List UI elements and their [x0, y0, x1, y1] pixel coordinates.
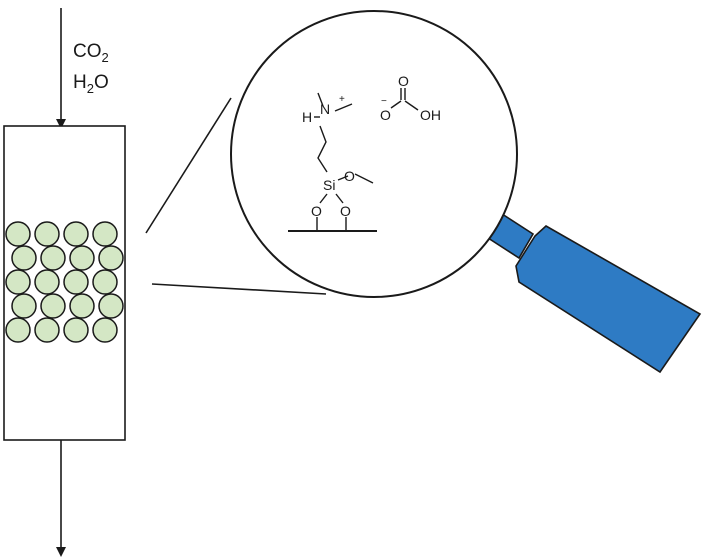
atom-oh: OH — [420, 107, 441, 123]
atom-o-right: O — [340, 203, 351, 219]
atom-h: H — [302, 109, 312, 125]
zoom-guide-lower — [151, 283, 327, 295]
sorbent-particle — [11, 293, 37, 319]
sorbent-particle — [63, 221, 89, 247]
sorbent-particle — [5, 317, 31, 343]
charge-plus: + — [339, 94, 345, 105]
magnifier-lens — [230, 10, 518, 298]
inlet-gas-h2o: H2O — [73, 72, 109, 96]
sorbent-particle — [69, 293, 95, 319]
sorbent-particle — [11, 245, 37, 271]
inlet-gas-co2: CO2 — [73, 41, 109, 65]
atom-si: Si — [323, 177, 335, 193]
sorbent-particle — [69, 245, 95, 271]
sorbent-particle — [5, 221, 31, 247]
atom-o-left: O — [311, 203, 322, 219]
sorbent-particle — [34, 269, 60, 295]
sorbent-particle — [34, 317, 60, 343]
zoom-guide-upper — [145, 97, 232, 234]
amine-sorbent-structure: H N + Si O O O — [288, 92, 377, 232]
sorbent-particle — [92, 317, 118, 343]
sorbent-particle — [98, 245, 124, 271]
sorbent-particle — [63, 317, 89, 343]
sorbent-particle — [34, 221, 60, 247]
atom-o-methoxy: O — [344, 168, 355, 184]
sorbent-particle — [63, 269, 89, 295]
sorbent-particle — [98, 293, 124, 319]
sorbent-particle — [92, 269, 118, 295]
atom-n: N — [320, 101, 330, 117]
charge-minus: − — [381, 96, 387, 107]
bicarbonate-structure: O O − OH — [380, 73, 441, 123]
magnifier-handle-grip — [515, 225, 702, 374]
sorbent-particle — [92, 221, 118, 247]
sorbent-particle — [5, 269, 31, 295]
atom-o-carbonyl: O — [398, 73, 409, 89]
sorbent-particles — [5, 221, 124, 343]
sorbent-particle — [40, 245, 66, 271]
sorbent-particle — [40, 293, 66, 319]
atom-o-minus: O — [380, 107, 391, 123]
